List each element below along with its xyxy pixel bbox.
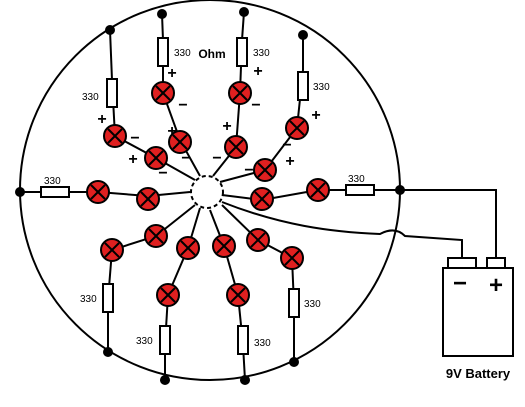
lamp-14 (144, 224, 168, 248)
resistor-value-label: 330 (313, 82, 330, 93)
lamp-13 (100, 238, 124, 262)
resistor-top-4: 330 (297, 71, 330, 101)
battery-plus-terminal (486, 257, 506, 269)
lamp-12 (253, 158, 277, 182)
junction-dot-icon (105, 25, 115, 35)
lamp-19 (280, 246, 304, 270)
resistor-bot-3: 330 (237, 325, 271, 355)
minus-sign: − (178, 97, 187, 114)
resistor-top-1: 330 (82, 78, 118, 108)
plus-sign: + (167, 65, 176, 82)
resistor-icon (345, 184, 375, 196)
lamp-15 (156, 283, 180, 307)
resistor-icon (159, 325, 171, 355)
lamp-7 (151, 81, 175, 105)
resistor-icon (102, 283, 114, 313)
resistor-icon (236, 37, 248, 67)
minus-sign: − (212, 150, 221, 167)
minus-sign: − (251, 97, 260, 114)
lamp-20 (246, 228, 270, 252)
lamp-17 (226, 283, 250, 307)
resistor-icon (288, 288, 300, 318)
junction-dots (15, 7, 405, 385)
resistor-bot-2: 330 (136, 325, 171, 355)
resistor-top-2: 330 (157, 37, 191, 67)
resistor-bot-1: 330 (80, 283, 114, 313)
lamp-5 (103, 124, 127, 148)
plus-sign: + (97, 111, 106, 128)
junction-dot-icon (103, 347, 113, 357)
resistor-value-label: 330 (254, 338, 271, 349)
center-hub (190, 175, 224, 209)
plus-sign: + (128, 151, 137, 168)
lamp-8 (168, 130, 192, 154)
resistor-icon (157, 37, 169, 67)
minus-sign: − (158, 165, 167, 182)
resistor-value-label: 330 (174, 48, 191, 59)
lamp-1 (86, 180, 110, 204)
unit-label: Ohm (198, 47, 225, 61)
resistor-value-label: 330 (80, 294, 97, 305)
battery-icon: − + (442, 257, 514, 357)
minus-sign: − (181, 150, 190, 167)
plus-sign: + (311, 107, 320, 124)
resistor-value-label: 330 (304, 299, 321, 310)
wire-to-battery-plus (400, 189, 497, 258)
resistors: 330 330 330 330 330 330 330 330 330 330 (40, 37, 375, 355)
junction-dot-icon (239, 7, 249, 17)
junction-dot-icon (298, 30, 308, 40)
lamp-9 (228, 81, 252, 105)
plus-sign: + (253, 63, 262, 80)
resistor-icon (297, 71, 309, 101)
minus-sign: − (282, 137, 291, 154)
resistor-value-label: 330 (82, 92, 99, 103)
battery-minus-terminal (447, 257, 477, 269)
lamp-6 (144, 146, 168, 170)
battery-label: 9V Battery (446, 366, 511, 381)
minus-sign: − (244, 162, 253, 179)
resistor-icon (237, 325, 249, 355)
lamps (86, 81, 330, 307)
lamp-18 (212, 234, 236, 258)
wire-to-battery-minus (221, 201, 463, 258)
junction-dot-icon (15, 187, 25, 197)
resistor-top-3: 330 (236, 37, 270, 67)
battery-minus-sign: − (453, 270, 467, 297)
lamp-11 (285, 116, 309, 140)
resistor-right: 330 (345, 174, 375, 196)
battery-body (442, 267, 514, 357)
resistor-icon (40, 186, 70, 198)
resistor-icon (106, 78, 118, 108)
lamp-10 (224, 135, 248, 159)
lamp-16 (176, 236, 200, 260)
junction-dot-icon (289, 357, 299, 367)
resistor-value-label: 330 (253, 48, 270, 59)
resistor-left: 330 (40, 176, 70, 198)
plus-sign: + (222, 118, 231, 135)
resistor-bot-4: 330 (288, 288, 321, 318)
battery-plus-sign: + (489, 272, 503, 299)
minus-sign: − (130, 130, 139, 147)
resistor-value-label: 330 (136, 336, 153, 347)
junction-dot-icon (395, 185, 405, 195)
resistor-value-label: 330 (44, 176, 61, 187)
lamp-3 (306, 178, 330, 202)
plus-sign: + (167, 123, 176, 140)
junction-dot-icon (160, 375, 170, 385)
labels: +−+−+−+−+−+−+−+− (97, 63, 320, 182)
resistor-value-label: 330 (348, 174, 365, 185)
junction-dot-icon (157, 9, 167, 19)
lamp-4 (250, 187, 274, 211)
plus-sign: + (285, 153, 294, 170)
junction-dot-icon (240, 375, 250, 385)
lamp-2 (136, 187, 160, 211)
